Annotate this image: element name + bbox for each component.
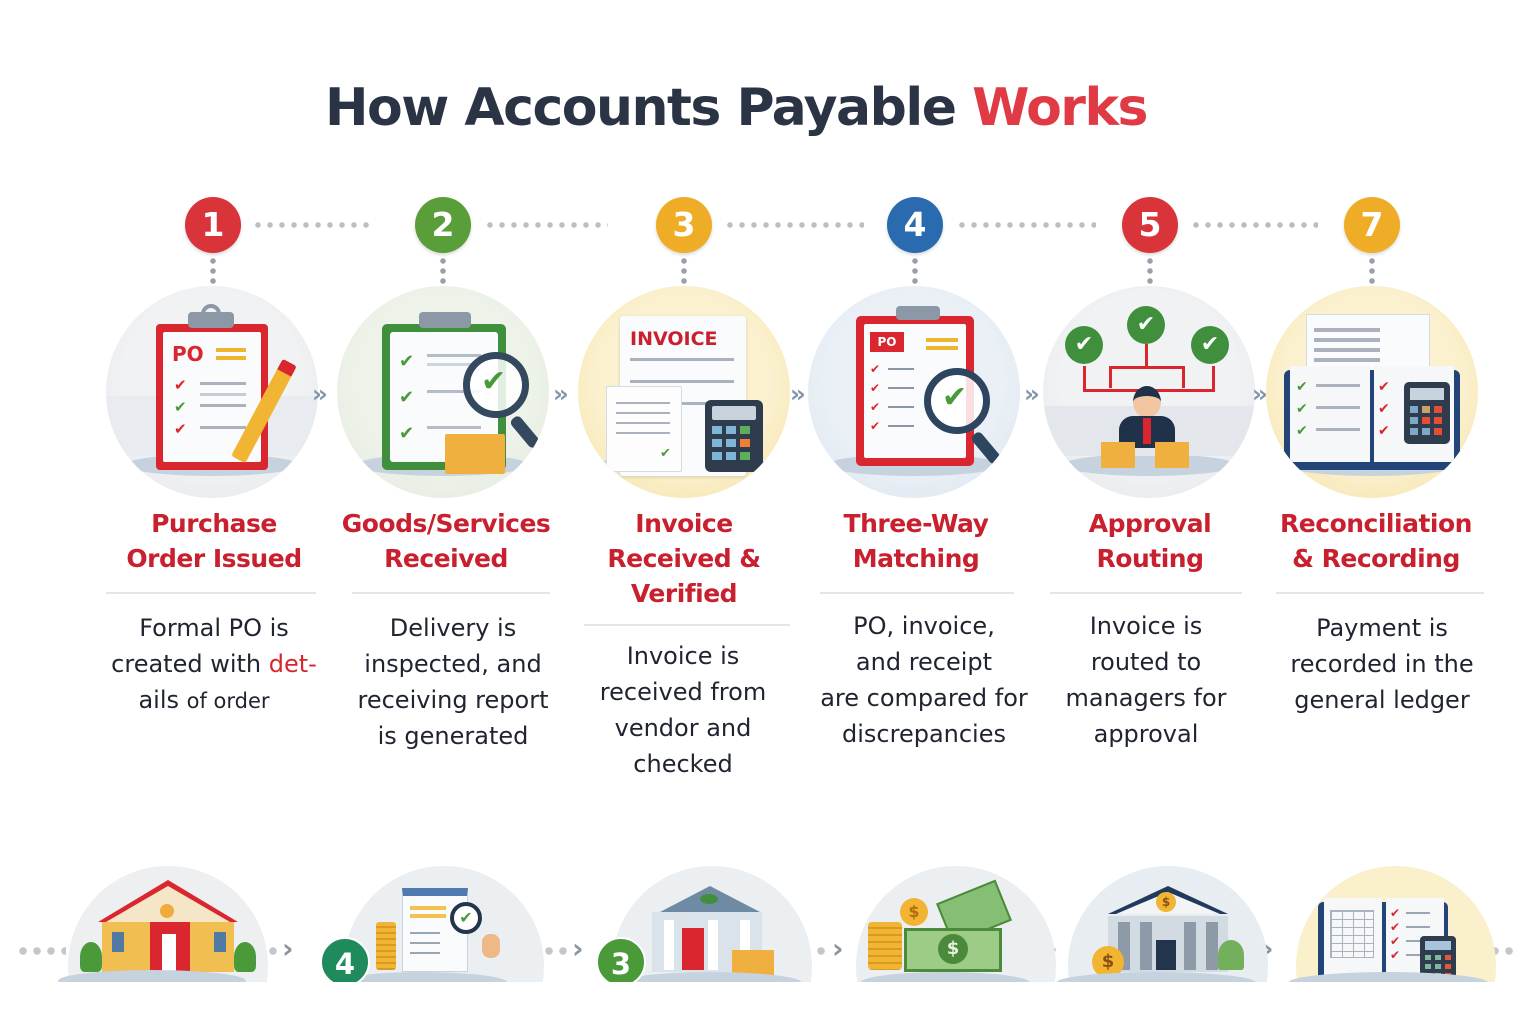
po-label: PO — [870, 332, 904, 352]
connector-dots — [1190, 222, 1318, 228]
title-main: How Accounts Payable — [325, 78, 957, 138]
divider — [1276, 592, 1484, 594]
divider — [1050, 592, 1242, 594]
chevron-right-icon: ›› — [312, 380, 328, 408]
connector-dots — [724, 222, 864, 228]
connector-dots — [1488, 947, 1516, 955]
vertical-dots — [1369, 256, 1375, 286]
chevron-right-icon: › — [572, 932, 584, 965]
goods-received-checklist-icon: ✔✔✔ ✔ — [337, 286, 549, 498]
three-way-matching-magnifier-icon: PO ✔✔✔✔ ✔ — [808, 286, 1020, 498]
connector-dots — [252, 222, 370, 228]
step-badge: 3 — [656, 197, 712, 253]
step-title: Reconciliation& Recording — [1280, 509, 1472, 573]
vertical-dots — [440, 256, 446, 286]
chevron-right-icon: ›› — [553, 380, 569, 408]
step-badge: 7 — [1344, 197, 1400, 253]
step-badge: 4 — [887, 197, 943, 253]
invoice-label: INVOICE — [630, 328, 718, 350]
connector-dots — [16, 947, 66, 955]
chevron-right-icon: › — [832, 932, 844, 965]
step-badge: 1 — [185, 197, 241, 253]
page-title: How Accounts Payable Works — [0, 78, 1472, 138]
chevron-right-icon: ›› — [1252, 380, 1268, 408]
vertical-dots — [912, 256, 918, 286]
chevron-right-icon: ›› — [790, 380, 806, 408]
connector-dots — [484, 222, 608, 228]
step-badge: 2 — [415, 197, 471, 253]
step-badge: 4 — [320, 937, 370, 987]
invoice-calculator-icon: INVOICE ✔ — [578, 286, 790, 498]
chevron-right-icon: › — [1262, 932, 1274, 965]
ledger-calculator-icon: ✔✔✔ ✔✔✔ — [1266, 286, 1478, 498]
step-description: Formal PO is created with det- ails of o… — [111, 614, 317, 714]
check-circle-icon: ✔ — [1127, 306, 1165, 344]
purchase-order-clipboard-icon: PO ✔✔✔ — [106, 286, 318, 498]
chevron-right-icon: › — [282, 932, 294, 965]
check-circle-icon: ✔ — [1065, 326, 1103, 364]
vertical-dots — [1147, 256, 1153, 286]
connector-dots — [528, 947, 570, 955]
step-badge: 5 — [1122, 197, 1178, 253]
divider — [584, 624, 790, 626]
approval-routing-manager-icon: ✔ ✔ ✔ — [1043, 286, 1255, 498]
step-badge: 3 — [596, 937, 646, 987]
check-circle-icon: ✔ — [1191, 326, 1229, 364]
vertical-dots — [681, 256, 687, 286]
divider — [352, 592, 550, 594]
chevron-right-icon: ›› — [1024, 380, 1040, 408]
bottom-fade — [0, 982, 1536, 1024]
divider — [820, 592, 1014, 594]
title-accent: Works — [972, 78, 1148, 138]
connector-dots — [956, 222, 1096, 228]
vertical-dots — [210, 256, 216, 286]
divider — [106, 592, 316, 594]
po-label: PO — [172, 342, 204, 366]
